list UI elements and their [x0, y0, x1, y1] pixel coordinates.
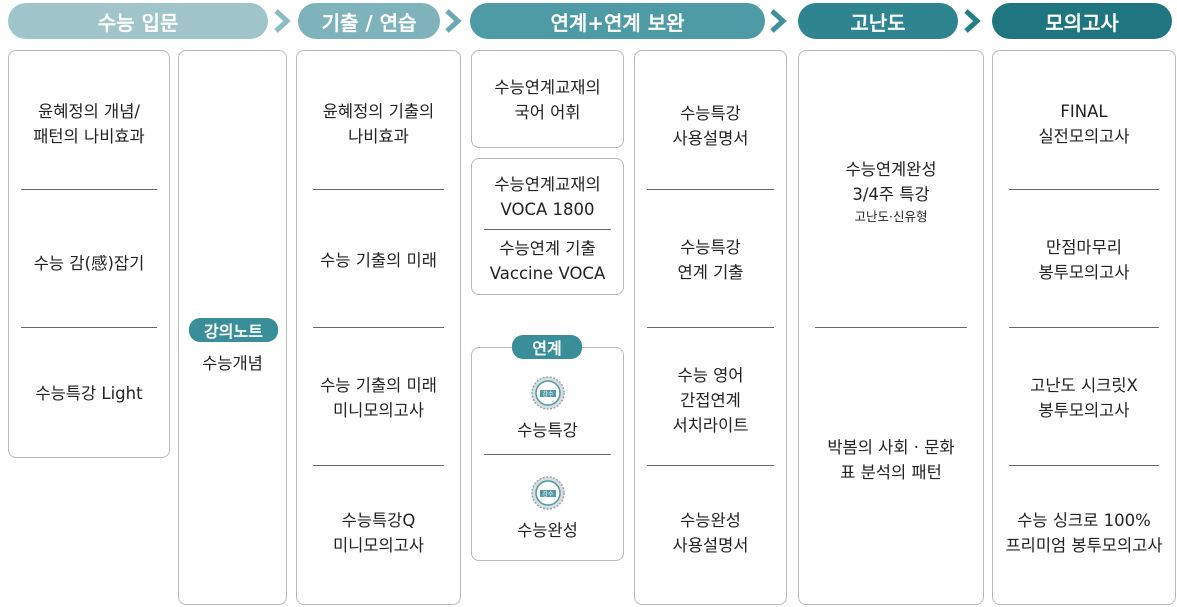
linked-supervised-box: 수능특강 수능완성 감수 감수	[471, 347, 624, 561]
linked-voca-box: 수능연계교재의 VOCA 1800 수능연계 기출 Vaccine VOCA	[471, 158, 624, 295]
book-item: 수능연계교재의 국어 어휘	[494, 78, 601, 122]
stage-practice-label: 기출 / 연습	[321, 10, 417, 35]
column-intro-books: 윤혜정의 개념/ 패턴의 나비효과 수능 감(感)잡기 수능특강 Light	[8, 50, 170, 458]
book-item: 수능특강Q 미니모의고사	[332, 511, 425, 555]
divider	[647, 327, 774, 328]
book-item: 수능연계 기출 Vaccine VOCA	[489, 239, 606, 283]
chevron-right-icon	[445, 9, 462, 33]
divider	[647, 189, 774, 190]
book-item: 만점마무리 봉투모의고사	[1038, 238, 1130, 282]
book-item: 수능특강	[517, 421, 578, 440]
book-item: 수능 싱크로 100% 프리미엄 봉투모의고사	[1005, 511, 1163, 555]
book-item: 수능개념	[202, 354, 263, 373]
book-item: 수능연계완성 3/4주 특강	[845, 160, 937, 204]
stage-practice: 기출 / 연습	[298, 3, 440, 39]
divider	[21, 189, 157, 190]
column-linked-guides: 수능특강 사용설명서 수능특강 연계 기출 수능 영어 간접연계 서치라이트 수…	[634, 50, 787, 605]
divider	[1009, 327, 1159, 328]
divider	[484, 229, 611, 230]
book-item: 수능완성	[517, 521, 578, 540]
chevron-right-icon	[964, 9, 981, 33]
divider	[484, 454, 611, 455]
chevron-right-icon	[274, 9, 291, 33]
book-item: FINAL 실전모의고사	[1038, 102, 1130, 146]
book-item: 수능 기출의 미래 미니모의고사	[320, 376, 437, 420]
divider	[21, 327, 157, 328]
column-hard: 수능연계완성 3/4주 특강 고난도·신유형 박봄의 사회 · 문화 표 분석의…	[798, 50, 984, 605]
book-item: 수능 기출의 미래	[320, 251, 437, 270]
column-past-exams: 윤혜정의 기출의 나비효과 수능 기출의 미래 수능 기출의 미래 미니모의고사…	[296, 50, 461, 605]
chevron-right-icon	[770, 9, 787, 33]
book-item: 수능연계교재의 VOCA 1800	[494, 175, 601, 219]
book-item: 고난도 시크릿X 봉투모의고사	[1030, 376, 1138, 420]
seal-text: 감수	[542, 391, 554, 398]
divider	[1009, 465, 1159, 466]
supervision-seal-icon: 감수	[531, 476, 565, 510]
stage-hard: 고난도	[798, 3, 958, 39]
book-item: 수능완성 사용설명서	[672, 511, 749, 555]
lecture-note-badge: 강의노트	[189, 318, 278, 342]
book-item: 윤혜정의 기출의 나비효과	[322, 102, 435, 146]
stage-intro: 수능 입문	[8, 3, 268, 39]
column-lecture-note: 강의노트 수능개념	[178, 50, 287, 605]
divider	[647, 465, 774, 466]
stage-mock: 모의고사	[992, 3, 1172, 39]
divider	[815, 327, 967, 328]
stage-mock-label: 모의고사	[1045, 10, 1119, 35]
linked-vocab-box: 수능연계교재의 국어 어휘	[471, 50, 624, 148]
stage-linked-label: 연계+연계 보완	[550, 10, 685, 35]
supervision-seal-icon: 감수	[531, 376, 565, 410]
book-item: 수능특강 사용설명서	[672, 104, 749, 148]
stage-hard-label: 고난도	[850, 10, 906, 35]
divider	[313, 189, 444, 190]
book-item: 수능 영어 간접연계 서치라이트	[672, 366, 749, 435]
seal-text: 감수	[542, 491, 554, 498]
divider	[313, 465, 444, 466]
column-mock-exams: FINAL 실전모의고사 만점마무리 봉투모의고사 고난도 시크릿X 봉투모의고…	[992, 50, 1176, 605]
stage-intro-label: 수능 입문	[97, 10, 179, 35]
book-item: 수능 감(感)잡기	[33, 254, 145, 273]
book-item: 수능특강 Light	[35, 384, 143, 403]
stage-linked: 연계+연계 보완	[470, 3, 765, 39]
divider	[1009, 189, 1159, 190]
book-item: 수능특강 연계 기출	[677, 238, 744, 282]
divider	[313, 327, 444, 328]
book-item: 윤혜정의 개념/ 패턴의 나비효과	[33, 102, 145, 146]
book-item: 박봄의 사회 · 문화 표 분석의 패턴	[827, 438, 955, 482]
linked-badge: 연계	[512, 335, 582, 359]
book-item-subtitle: 고난도·신유형	[854, 209, 928, 224]
